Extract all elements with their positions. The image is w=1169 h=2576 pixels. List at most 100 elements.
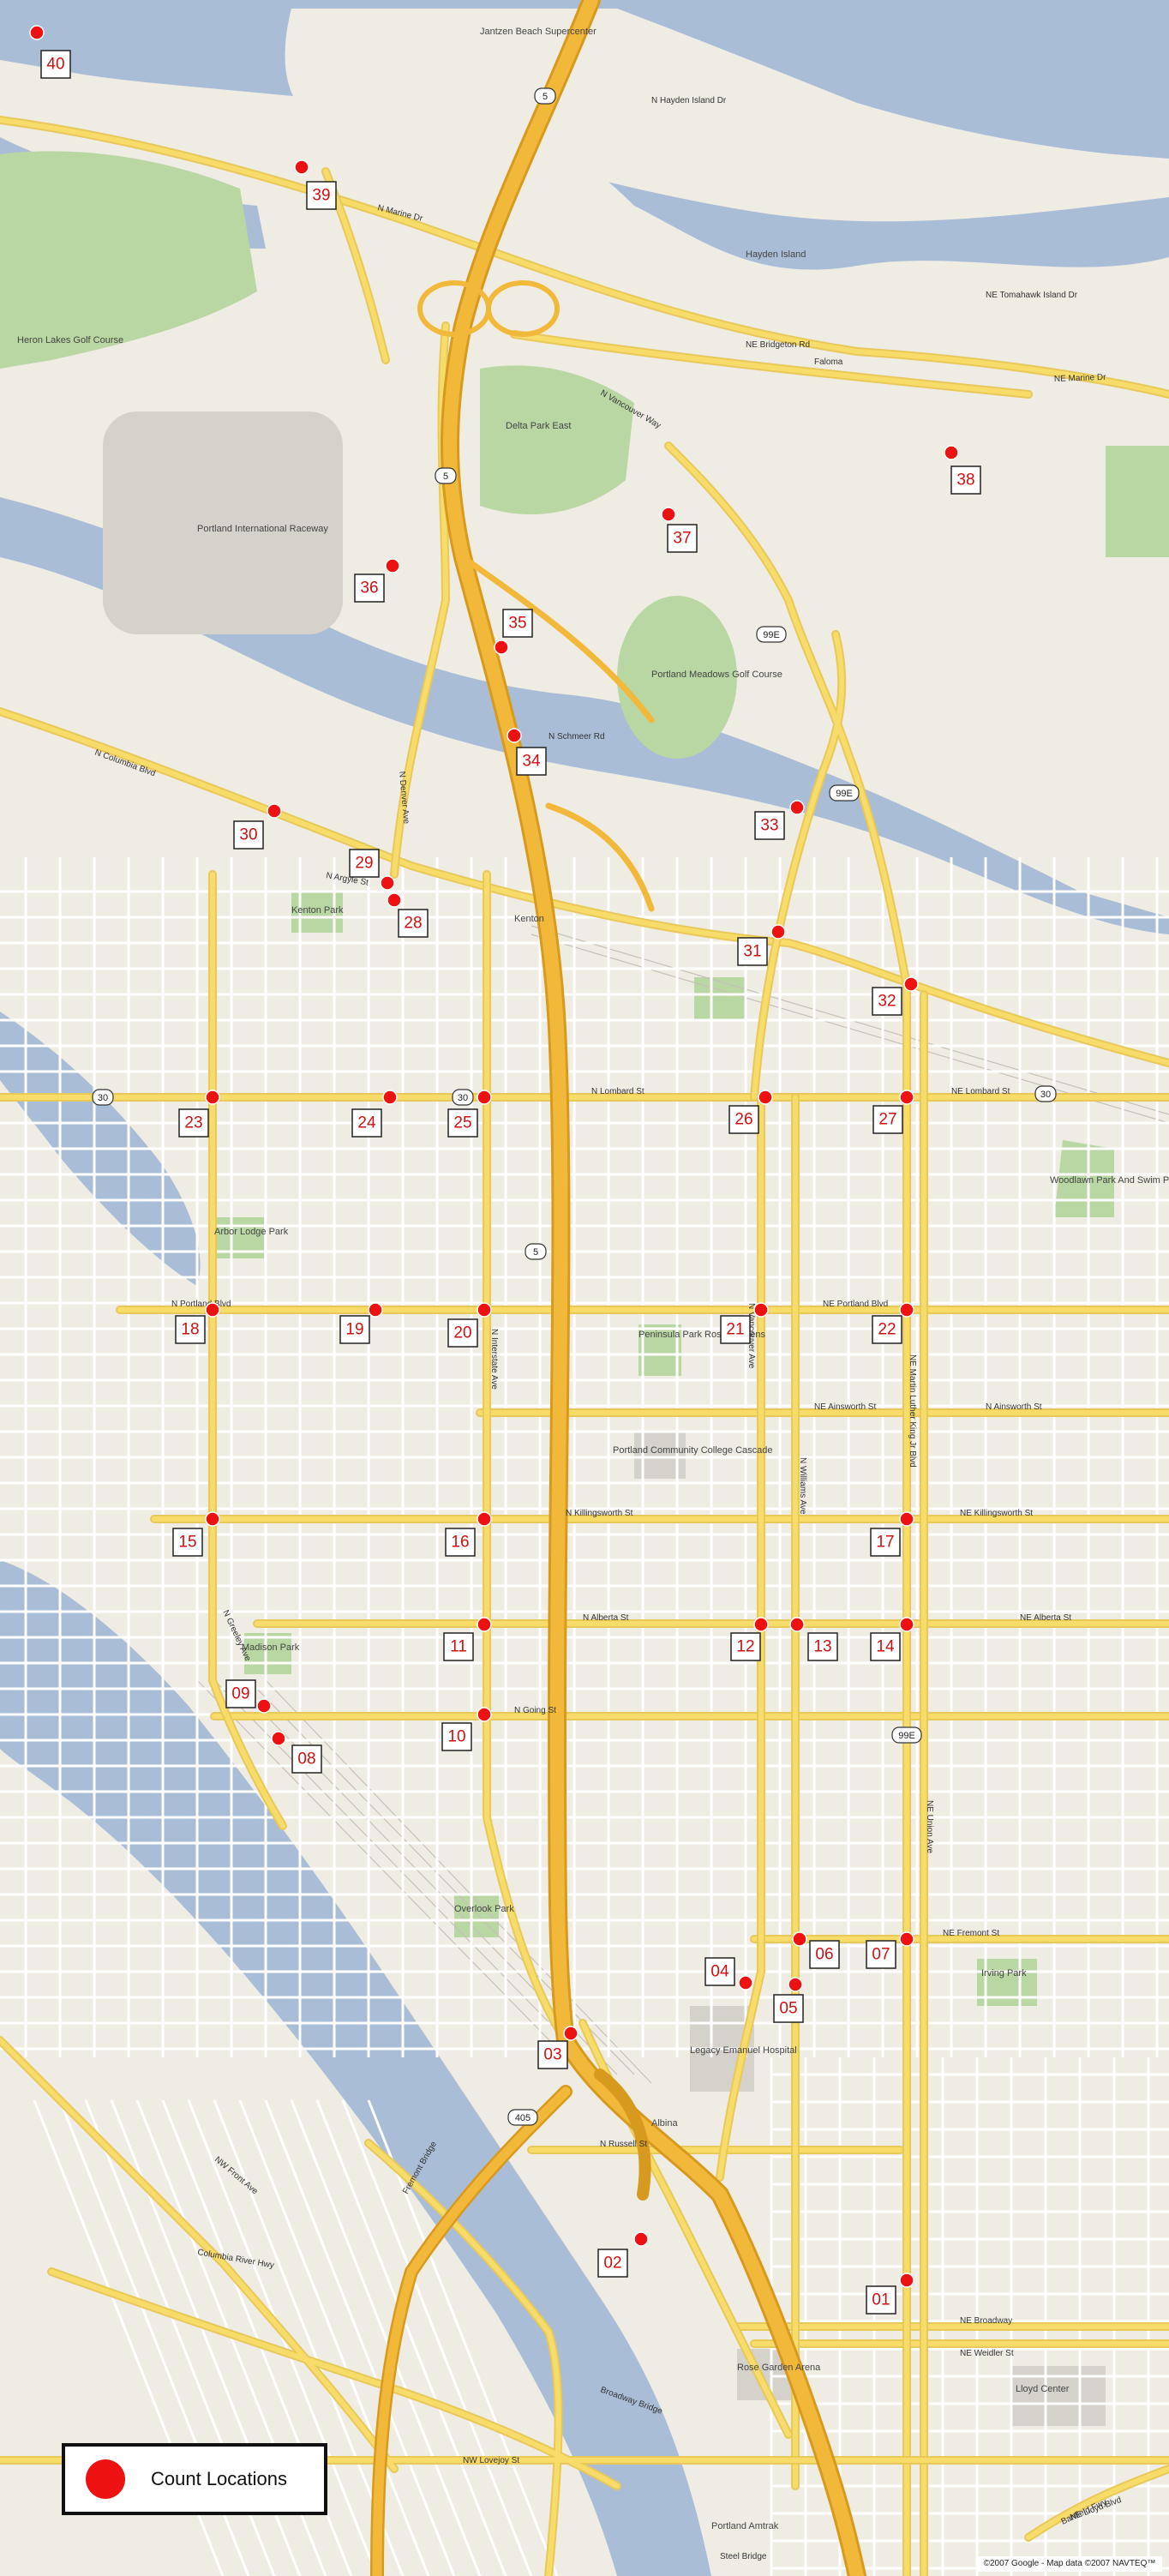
count-location-29[interactable]: 29 bbox=[349, 849, 395, 891]
marker-dot[interactable] bbox=[368, 1302, 383, 1318]
marker-dot[interactable] bbox=[382, 1090, 398, 1105]
count-location-31[interactable]: 31 bbox=[737, 924, 786, 966]
marker-number: 15 bbox=[178, 1534, 196, 1552]
count-location-21[interactable]: 21 bbox=[720, 1302, 769, 1344]
count-location-35[interactable]: 35 bbox=[494, 609, 533, 655]
road-label-ne_portland_blvd: NE Portland Blvd bbox=[823, 1300, 888, 1309]
marker-dot[interactable] bbox=[792, 1931, 807, 1947]
count-location-05[interactable]: 05 bbox=[773, 1977, 804, 2023]
count-location-15[interactable]: 15 bbox=[172, 1511, 220, 1557]
count-location-04[interactable]: 04 bbox=[704, 1957, 753, 1991]
count-location-09[interactable]: 09 bbox=[225, 1679, 272, 1714]
marker-dot[interactable] bbox=[633, 2231, 649, 2247]
road-label-ne_lombard: NE Lombard St bbox=[951, 1087, 1010, 1096]
marker-number: 08 bbox=[297, 1750, 315, 1768]
marker-dot[interactable] bbox=[899, 2273, 914, 2288]
count-location-39[interactable]: 39 bbox=[294, 159, 337, 210]
marker-dot[interactable] bbox=[944, 445, 959, 460]
count-location-11[interactable]: 11 bbox=[443, 1617, 492, 1661]
count-location-07[interactable]: 07 bbox=[866, 1931, 914, 1969]
count-location-19[interactable]: 19 bbox=[339, 1302, 383, 1344]
marker-label-box bbox=[704, 1957, 735, 1986]
count-location-36[interactable]: 36 bbox=[354, 558, 400, 603]
marker-dot[interactable] bbox=[903, 976, 919, 992]
marker-dot[interactable] bbox=[899, 1090, 914, 1105]
count-location-14[interactable]: 14 bbox=[870, 1617, 914, 1661]
marker-dot[interactable] bbox=[899, 1617, 914, 1632]
count-location-26[interactable]: 26 bbox=[728, 1090, 773, 1134]
count-location-13[interactable]: 13 bbox=[789, 1617, 838, 1661]
count-location-27[interactable]: 27 bbox=[872, 1090, 914, 1134]
marker-dot[interactable] bbox=[661, 507, 676, 522]
marker-dot[interactable] bbox=[753, 1617, 769, 1632]
road-label-portland_blvd: N Portland Blvd bbox=[171, 1300, 231, 1309]
count-location-10[interactable]: 10 bbox=[441, 1707, 492, 1751]
marker-dot[interactable] bbox=[788, 1977, 803, 1992]
marker-dot[interactable] bbox=[477, 1617, 492, 1632]
marker-dot[interactable] bbox=[494, 639, 509, 655]
marker-dot[interactable] bbox=[205, 1090, 220, 1105]
count-location-32[interactable]: 32 bbox=[872, 976, 919, 1016]
count-location-40[interactable]: 40 bbox=[29, 25, 71, 79]
marker-dot[interactable] bbox=[385, 558, 400, 573]
marker-dot[interactable] bbox=[477, 1302, 492, 1318]
road-label-denver: N Denver Ave bbox=[397, 771, 411, 825]
marker-dot[interactable] bbox=[507, 728, 522, 743]
marker-dot[interactable] bbox=[899, 1511, 914, 1527]
marker-dot[interactable] bbox=[205, 1302, 220, 1318]
marker-dot[interactable] bbox=[256, 1698, 272, 1714]
marker-dot[interactable] bbox=[294, 159, 309, 175]
marker-dot[interactable] bbox=[387, 892, 402, 908]
marker-dot[interactable] bbox=[789, 1617, 805, 1632]
road-label-broadway: NE Broadway bbox=[960, 2316, 1012, 2326]
count-location-01[interactable]: 01 bbox=[866, 2273, 914, 2315]
count-location-24[interactable]: 24 bbox=[351, 1090, 398, 1138]
count-location-30[interactable]: 30 bbox=[233, 803, 282, 850]
route-shield-i5_c: 5 bbox=[525, 1243, 547, 1260]
marker-dot[interactable] bbox=[789, 800, 805, 815]
count-location-33[interactable]: 33 bbox=[754, 800, 805, 840]
marker-dot[interactable] bbox=[738, 1975, 753, 1991]
marker-number: 22 bbox=[878, 1321, 896, 1339]
marker-dot[interactable] bbox=[899, 1931, 914, 1947]
count-location-38[interactable]: 38 bbox=[944, 445, 981, 495]
marker-dot[interactable] bbox=[267, 803, 282, 819]
count-location-20[interactable]: 20 bbox=[447, 1302, 492, 1348]
count-location-28[interactable]: 28 bbox=[387, 892, 429, 938]
count-location-37[interactable]: 37 bbox=[661, 507, 698, 553]
marker-dot[interactable] bbox=[29, 25, 45, 40]
marker-dot[interactable] bbox=[271, 1731, 286, 1746]
marker-dot[interactable] bbox=[899, 1302, 914, 1318]
marker-label-box bbox=[809, 1940, 840, 1969]
marker-label-box bbox=[950, 465, 981, 495]
count-location-16[interactable]: 16 bbox=[445, 1511, 492, 1557]
marker-dot[interactable] bbox=[477, 1090, 492, 1105]
count-location-12[interactable]: 12 bbox=[730, 1617, 769, 1661]
count-location-34[interactable]: 34 bbox=[507, 728, 547, 776]
marker-dot[interactable] bbox=[753, 1302, 769, 1318]
count-location-08[interactable]: 08 bbox=[271, 1731, 322, 1774]
marker-dot[interactable] bbox=[477, 1511, 492, 1527]
count-location-25[interactable]: 25 bbox=[447, 1090, 492, 1138]
marker-dot[interactable] bbox=[477, 1707, 492, 1722]
marker-label-box bbox=[447, 1108, 478, 1138]
count-location-06[interactable]: 06 bbox=[792, 1931, 840, 1969]
route-shield-label: 30 bbox=[458, 1093, 468, 1103]
count-location-02[interactable]: 02 bbox=[597, 2231, 649, 2278]
marker-number: 37 bbox=[673, 530, 691, 548]
route-shield-us30_c: 30 bbox=[1034, 1085, 1057, 1102]
count-location-23[interactable]: 23 bbox=[178, 1090, 220, 1138]
count-location-22[interactable]: 22 bbox=[872, 1302, 914, 1344]
count-location-03[interactable]: 03 bbox=[537, 2026, 579, 2069]
marker-label-box bbox=[537, 2040, 568, 2069]
marker-label-box bbox=[872, 1105, 903, 1134]
count-location-18[interactable]: 18 bbox=[175, 1302, 220, 1344]
marker-dot[interactable] bbox=[563, 2026, 579, 2041]
marker-number: 39 bbox=[312, 187, 330, 205]
marker-dot[interactable] bbox=[380, 875, 395, 891]
marker-dot[interactable] bbox=[770, 924, 786, 940]
marker-dot[interactable] bbox=[758, 1090, 773, 1105]
marker-dot[interactable] bbox=[205, 1511, 220, 1527]
count-location-17[interactable]: 17 bbox=[870, 1511, 914, 1557]
